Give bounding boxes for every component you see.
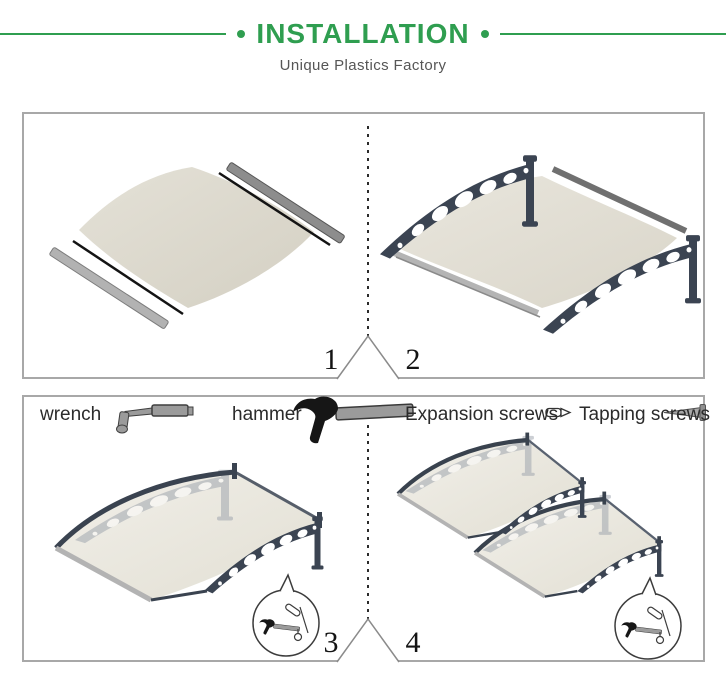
tool-label-tapping-screws: Tapping screws: [579, 404, 710, 425]
step-number-1: 1: [323, 343, 339, 376]
page-title: INSTALLATION: [256, 18, 470, 49]
panel-steps-3-4: wrench hammer Expansion screws Tapping s…: [22, 395, 710, 663]
steps-3-4-illustration: [22, 395, 706, 663]
title-line-right: [499, 33, 726, 35]
step3-detail-inset: [253, 575, 319, 656]
header: INSTALLATION: [0, 18, 726, 50]
title-line-left: [0, 33, 227, 35]
step-number-4: 4: [405, 626, 421, 659]
tool-label-expansion-screws: Expansion screws: [405, 404, 559, 425]
caret-step-divider: [337, 336, 399, 379]
title-dot-right-icon: [480, 30, 489, 38]
expansion-screw-icon: [545, 407, 572, 418]
step4-double-awning: [398, 433, 664, 597]
tool-label-wrench: wrench: [40, 404, 102, 425]
step4-detail-inset: [615, 578, 681, 659]
hammer-icon: [292, 395, 414, 444]
title-dot-left-icon: [237, 30, 246, 38]
step2-awning-assembled: [380, 155, 701, 334]
tool-label-hammer: hammer: [232, 404, 302, 425]
caret-step-divider: [337, 619, 399, 662]
step3-awning-mounted: [54, 463, 324, 603]
steps-1-2-illustration: [22, 112, 705, 380]
step-number-2: 2: [405, 343, 421, 376]
panel-steps-1-2: 1 2: [22, 112, 705, 380]
step1-sheet-and-bars: [49, 162, 345, 329]
wrench-icon: [116, 404, 194, 434]
step-number-3: 3: [323, 626, 339, 659]
subtitle: Unique Plastics Factory: [279, 57, 447, 74]
tapping-screw-icon: [663, 404, 706, 421]
